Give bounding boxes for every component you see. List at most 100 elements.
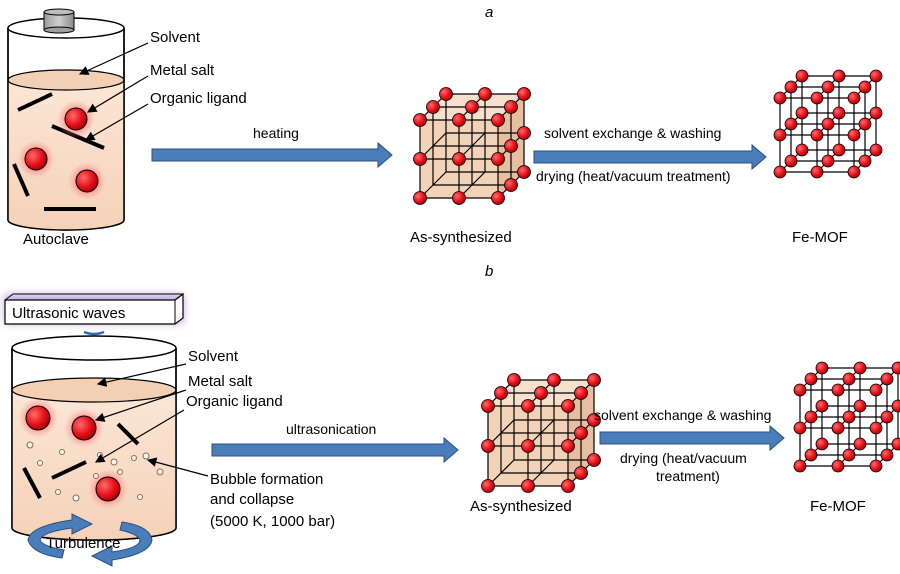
label-drying-b2: treatment) (656, 468, 720, 484)
metal-node (880, 448, 894, 462)
metal-node (517, 87, 531, 101)
metal-node (858, 117, 872, 131)
metal-node (793, 421, 807, 435)
label-fe-mof-b: Fe-MOF (810, 498, 866, 515)
metal-node (831, 421, 845, 435)
metal-node (891, 361, 900, 375)
metal-node (521, 439, 535, 453)
metal-node (853, 399, 867, 413)
metal-node (784, 154, 798, 168)
metal-node (804, 448, 818, 462)
label-metal-salt-b: Metal salt (188, 373, 253, 390)
metal-node (561, 479, 575, 493)
metal-node (795, 143, 809, 157)
metal-node (413, 152, 427, 166)
metal-node (452, 152, 466, 166)
metal-node (784, 80, 798, 94)
metal-node (869, 459, 883, 473)
exchange-arrow-a (533, 143, 767, 171)
pointer-solvent-a (78, 42, 149, 75)
metal-node (574, 466, 588, 480)
metal-node (858, 154, 872, 168)
metal-node (853, 361, 867, 375)
label-turbulence: Turbulence (46, 535, 121, 552)
metal-node (815, 437, 829, 451)
label-autoclave: Autoclave (23, 231, 89, 248)
ligand-stick (22, 467, 42, 499)
metal-node (481, 399, 495, 413)
metal-node (842, 372, 856, 386)
metal-node (869, 143, 883, 157)
as-synthesized-cube-b (481, 373, 601, 493)
ligand-stick (116, 422, 140, 446)
metal-node (587, 453, 601, 467)
turbulence-arrows-icon (27, 513, 153, 567)
label-solvent-b: Solvent (188, 348, 239, 365)
label-organic-ligand-a: Organic ligand (150, 90, 247, 107)
metal-node (517, 126, 531, 140)
heating-arrow (151, 141, 393, 169)
fe-mof-cube-a (773, 69, 883, 179)
metal-node (804, 410, 818, 424)
metal-node (831, 459, 845, 473)
metal-node (574, 386, 588, 400)
metal-node (773, 128, 787, 142)
label-bubble-3: (5000 K, 1000 bar) (210, 513, 335, 530)
metal-node (561, 439, 575, 453)
metal-node (507, 373, 521, 387)
metal-node (773, 165, 787, 179)
metal-node (784, 117, 798, 131)
ligand-stick (17, 92, 53, 112)
metal-node (491, 191, 505, 205)
metal-node (491, 113, 505, 127)
metal-node (795, 106, 809, 120)
ultrasonic-probe (4, 292, 184, 325)
metal-salt-ball (17, 140, 55, 178)
metal-node (561, 399, 575, 413)
metal-node (810, 91, 824, 105)
metal-node (795, 69, 809, 83)
label-solvent-exchange-b: solvent exchange & washing (594, 407, 771, 423)
metal-node (869, 69, 883, 83)
as-synthesized-cube-a (413, 87, 531, 205)
metal-node (413, 191, 427, 205)
metal-node (847, 91, 861, 105)
metal-node (465, 100, 479, 114)
metal-node (491, 152, 505, 166)
metal-node (773, 91, 787, 105)
panel-b-letter: b (485, 263, 493, 280)
metal-node (804, 372, 818, 386)
metal-node (494, 386, 508, 400)
metal-node (815, 361, 829, 375)
ligand-stick (12, 163, 30, 197)
metal-node (821, 117, 835, 131)
exchange-arrow-b (599, 424, 785, 452)
metal-node (504, 178, 518, 192)
metal-node (534, 386, 548, 400)
pointer-organic-ligand-a (84, 103, 149, 141)
metal-node (521, 479, 535, 493)
metal-salt-ball (88, 469, 128, 509)
ultrasonication-arrow (211, 436, 459, 464)
metal-node (880, 410, 894, 424)
metal-node (504, 100, 518, 114)
metal-node (793, 459, 807, 473)
pointer-solvent-b (96, 363, 187, 387)
metal-node (831, 383, 845, 397)
metal-node (869, 106, 883, 120)
metal-node (426, 100, 440, 114)
metal-node (847, 165, 861, 179)
metal-node (810, 165, 824, 179)
metal-node (869, 421, 883, 435)
metal-node (413, 113, 427, 127)
metal-node (587, 373, 601, 387)
label-bubble-2: and collapse (210, 491, 294, 508)
metal-salt-ball (64, 408, 104, 448)
metal-node (891, 437, 900, 451)
metal-node (821, 154, 835, 168)
label-metal-salt-a: Metal salt (150, 62, 215, 79)
label-organic-ligand-b: Organic ligand (186, 393, 283, 410)
metal-node (853, 437, 867, 451)
metal-node (439, 87, 453, 101)
